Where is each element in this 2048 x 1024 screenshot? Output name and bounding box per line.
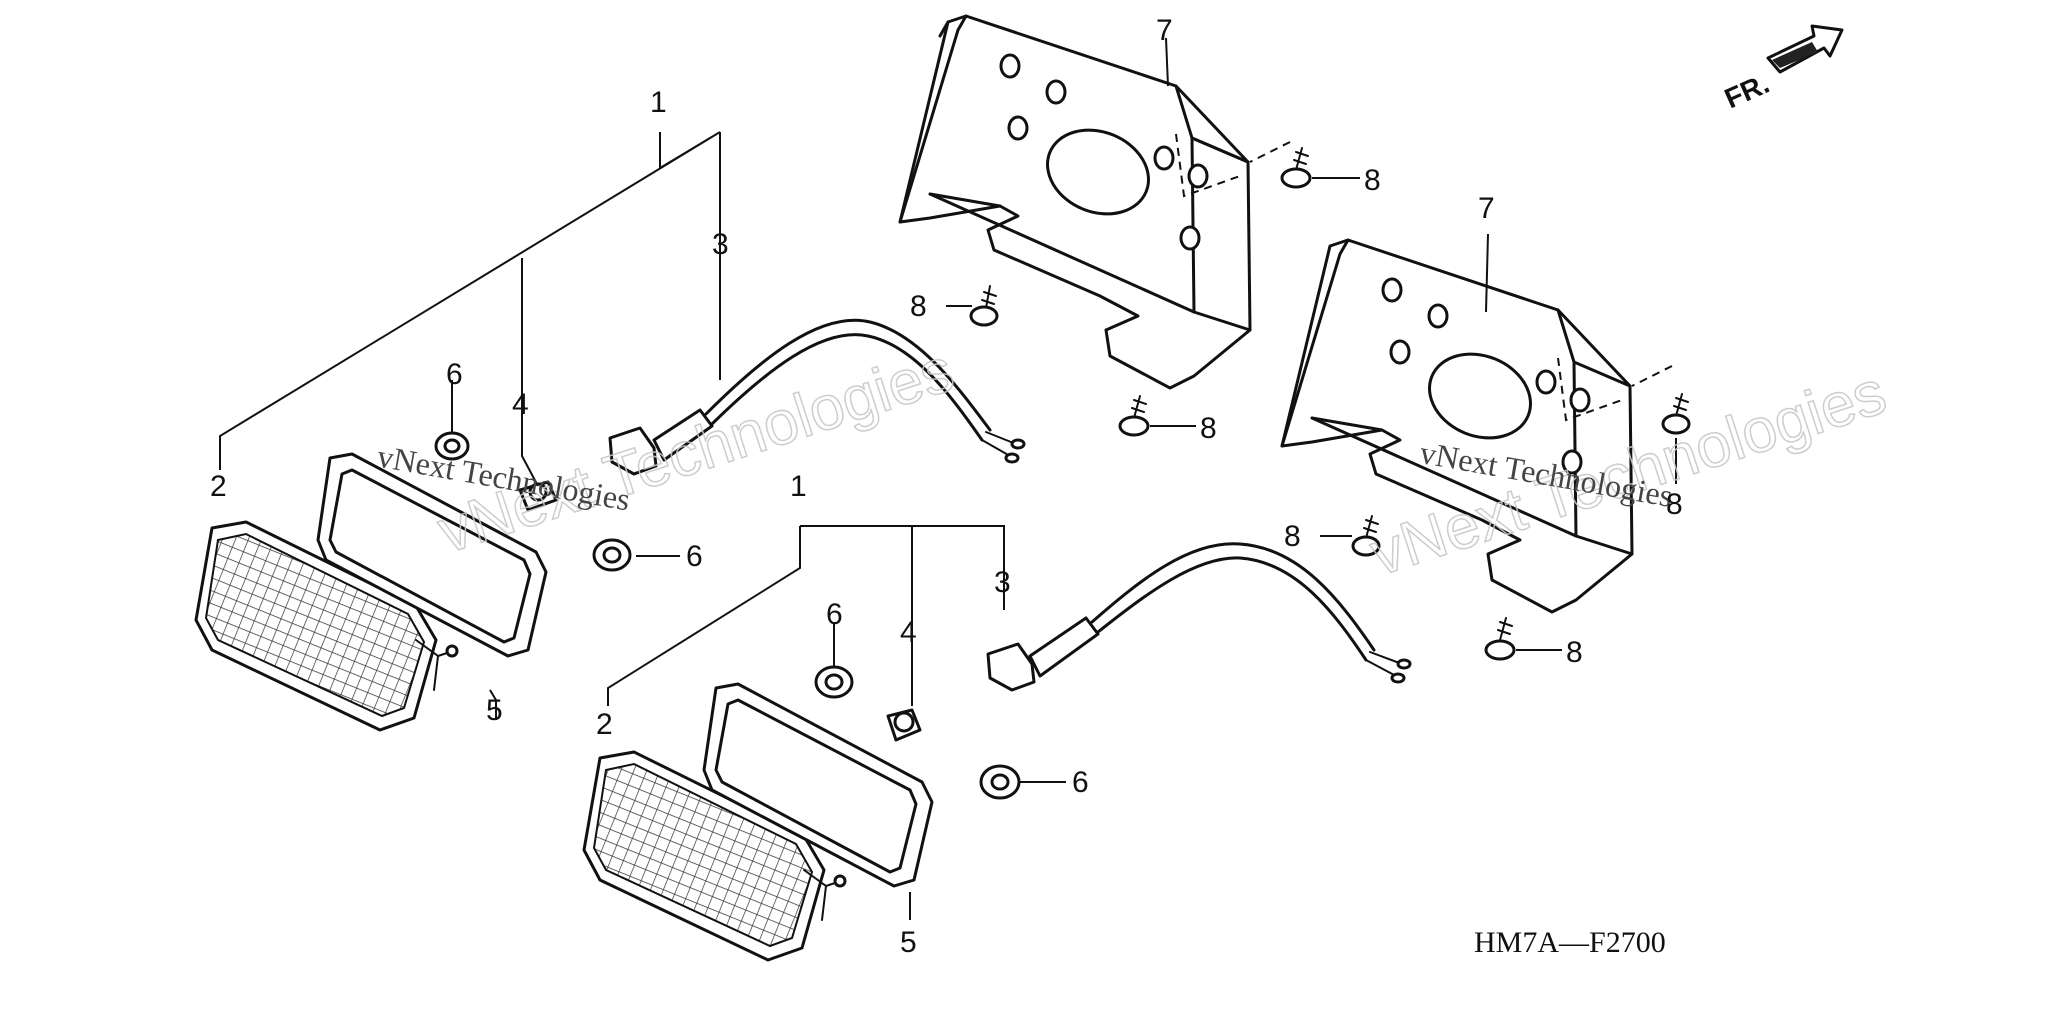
callout-3-upper: 3 [712,228,729,261]
screw-1 [1280,147,1360,189]
callout-1-upper: 1 [650,86,667,119]
screw-5 [1320,515,1381,557]
socket-harness-right [986,542,1412,692]
gasket-left [316,452,548,658]
callout-7-lower: 7 [1478,192,1495,225]
callout-6-b: 6 [686,540,703,573]
callout-labels: 1 1 2 2 3 3 4 4 5 5 6 6 6 6 7 7 8 8 8 8 … [210,14,1683,959]
callout-5-upper: 5 [486,694,503,727]
lamp-assembly-left [194,131,1026,732]
bracket-lower [1280,233,1673,614]
callout-8-c: 8 [1200,412,1217,445]
callout-3-lower: 3 [994,566,1011,599]
callout-6-c: 6 [826,598,843,631]
grommet-left-lower [592,538,632,572]
callout-8-f: 8 [1566,636,1583,669]
callout-2-lower: 2 [596,708,613,741]
callout-8-e: 8 [1284,520,1301,553]
grommet-left-upper [434,431,470,461]
callout-8-b: 8 [910,290,927,323]
callout-5-lower: 5 [900,926,917,959]
screw-2 [946,285,999,327]
front-direction-arrow: FR. [1720,24,1844,115]
screw-4 [1661,393,1691,484]
watermark-left-big: vNext Technologies [430,335,962,566]
gasket-right [702,682,934,888]
callout-2-upper: 2 [210,470,227,503]
lens-right [582,750,847,962]
grommet-right-lower [979,764,1021,800]
direction-label: FR. [1720,68,1774,115]
callout-6-d: 6 [1072,766,1089,799]
callout-6-a: 6 [446,358,463,391]
callout-1-lower: 1 [790,470,807,503]
callout-4-upper: 4 [512,388,529,421]
lamp-assembly-right [582,525,1412,962]
callout-8-d: 8 [1666,488,1683,521]
callout-8-a: 8 [1364,164,1381,197]
bracket-upper [898,14,1291,390]
socket-harness-left [608,318,1026,476]
grommet-right-upper [814,665,854,699]
screw-6 [1484,617,1562,661]
callout-4-lower: 4 [900,616,917,649]
lens-left [194,520,459,732]
callout-7-upper: 7 [1156,14,1173,47]
diagram-code: HM7A—F2700 [1474,926,1666,959]
screw-3 [1118,395,1196,437]
bulb-right [886,708,922,742]
